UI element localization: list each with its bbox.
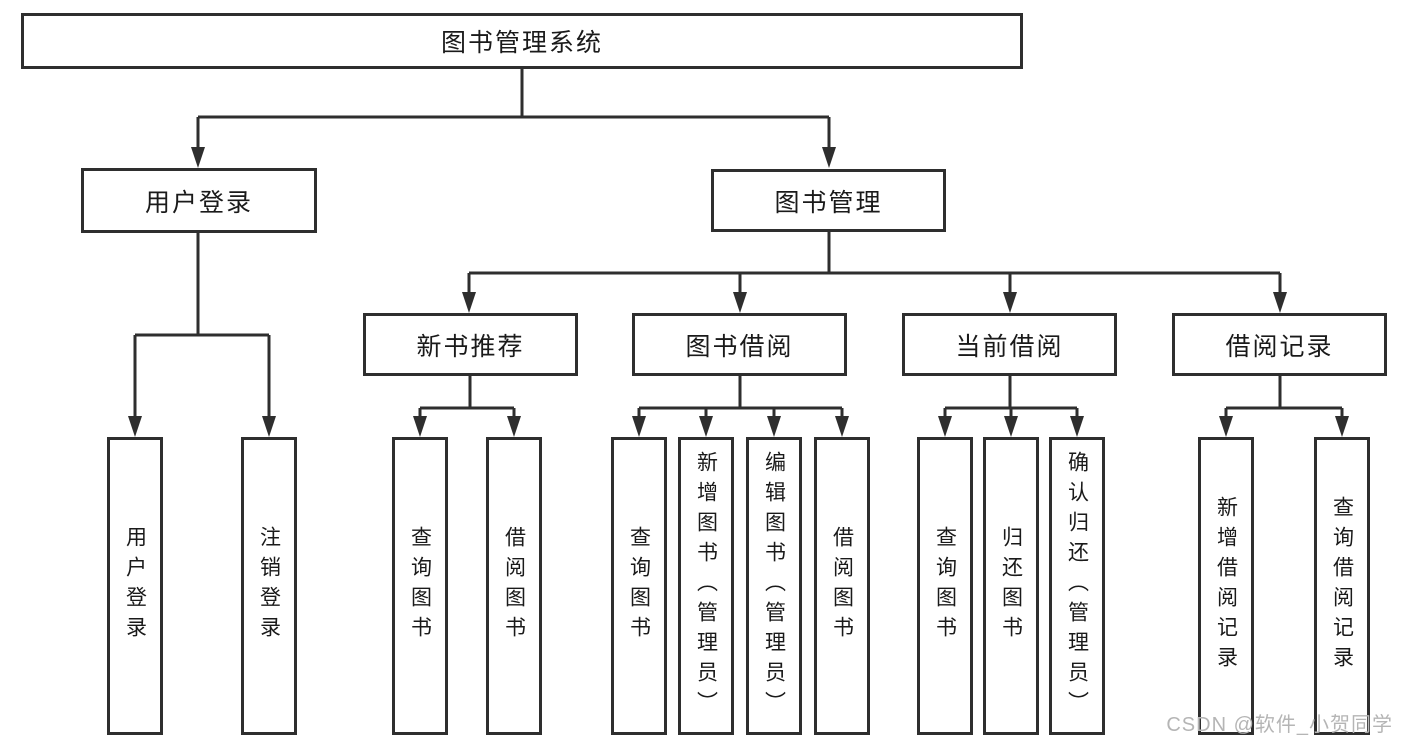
leaf-logout-label: 注销登录 xyxy=(257,526,281,646)
leaf-records-query-record: 查询借阅记录 xyxy=(1314,437,1370,735)
arrowhead-icon xyxy=(699,416,713,437)
arrowhead-icon xyxy=(1003,292,1017,313)
leaf-borrow-query-books-label: 查询图书 xyxy=(627,526,651,646)
arrowhead-icon xyxy=(262,416,276,437)
leaf-user-login: 用户登录 xyxy=(107,437,163,735)
arrowhead-icon xyxy=(767,416,781,437)
leaf-newbook-query-books: 查询图书 xyxy=(392,437,448,735)
arrowhead-icon xyxy=(733,292,747,313)
leaf-borrow-add-books-admin-label: 新增图书（管理员） xyxy=(694,451,718,721)
watermark: CSDN @软件_小贺同学 xyxy=(1166,714,1393,736)
arrowhead-icon xyxy=(128,416,142,437)
arrowhead-icon xyxy=(191,147,205,168)
leaf-records-add-record-label: 新增借阅记录 xyxy=(1214,496,1238,676)
arrowhead-icon xyxy=(1335,416,1349,437)
leaf-borrow-borrow-books-label: 借阅图书 xyxy=(830,526,854,646)
leaf-current-confirm-return-admin-label: 确认归还（管理员） xyxy=(1065,451,1089,721)
leaf-records-query-record-label: 查询借阅记录 xyxy=(1330,496,1354,676)
node-current-borrow: 当前借阅 xyxy=(902,313,1117,376)
arrowhead-icon xyxy=(632,416,646,437)
arrowhead-icon xyxy=(1219,416,1233,437)
node-borrow-records: 借阅记录 xyxy=(1172,313,1387,376)
leaf-borrow-query-books: 查询图书 xyxy=(611,437,667,735)
arrowhead-icon xyxy=(507,416,521,437)
leaf-logout: 注销登录 xyxy=(241,437,297,735)
arrowhead-icon xyxy=(1273,292,1287,313)
arrowhead-icon xyxy=(822,147,836,168)
leaf-current-confirm-return-admin: 确认归还（管理员） xyxy=(1049,437,1105,735)
node-user-login: 用户登录 xyxy=(81,168,317,233)
arrowhead-icon xyxy=(1070,416,1084,437)
leaf-current-query-books: 查询图书 xyxy=(917,437,973,735)
node-library-system: 图书管理系统 xyxy=(21,13,1023,69)
node-book-borrow: 图书借阅 xyxy=(632,313,847,376)
leaf-newbook-query-books-label: 查询图书 xyxy=(408,526,432,646)
arrowhead-icon xyxy=(835,416,849,437)
node-book-management: 图书管理 xyxy=(711,169,946,232)
leaf-current-return-books-label: 归还图书 xyxy=(999,526,1023,646)
leaf-current-return-books: 归还图书 xyxy=(983,437,1039,735)
arrowhead-icon xyxy=(938,416,952,437)
leaf-borrow-edit-books-admin-label: 编辑图书（管理员） xyxy=(762,451,786,721)
leaf-current-query-books-label: 查询图书 xyxy=(933,526,957,646)
leaf-newbook-borrow-books: 借阅图书 xyxy=(486,437,542,735)
leaf-user-login-label: 用户登录 xyxy=(123,526,147,646)
arrowhead-icon xyxy=(462,292,476,313)
leaf-records-add-record: 新增借阅记录 xyxy=(1198,437,1254,735)
leaf-borrow-borrow-books: 借阅图书 xyxy=(814,437,870,735)
arrowhead-icon xyxy=(1004,416,1018,437)
node-new-book-recommend: 新书推荐 xyxy=(363,313,578,376)
arrowhead-icon xyxy=(413,416,427,437)
leaf-borrow-edit-books-admin: 编辑图书（管理员） xyxy=(746,437,802,735)
leaf-borrow-add-books-admin: 新增图书（管理员） xyxy=(678,437,734,735)
leaf-newbook-borrow-books-label: 借阅图书 xyxy=(502,526,526,646)
connector-path xyxy=(133,69,1344,419)
